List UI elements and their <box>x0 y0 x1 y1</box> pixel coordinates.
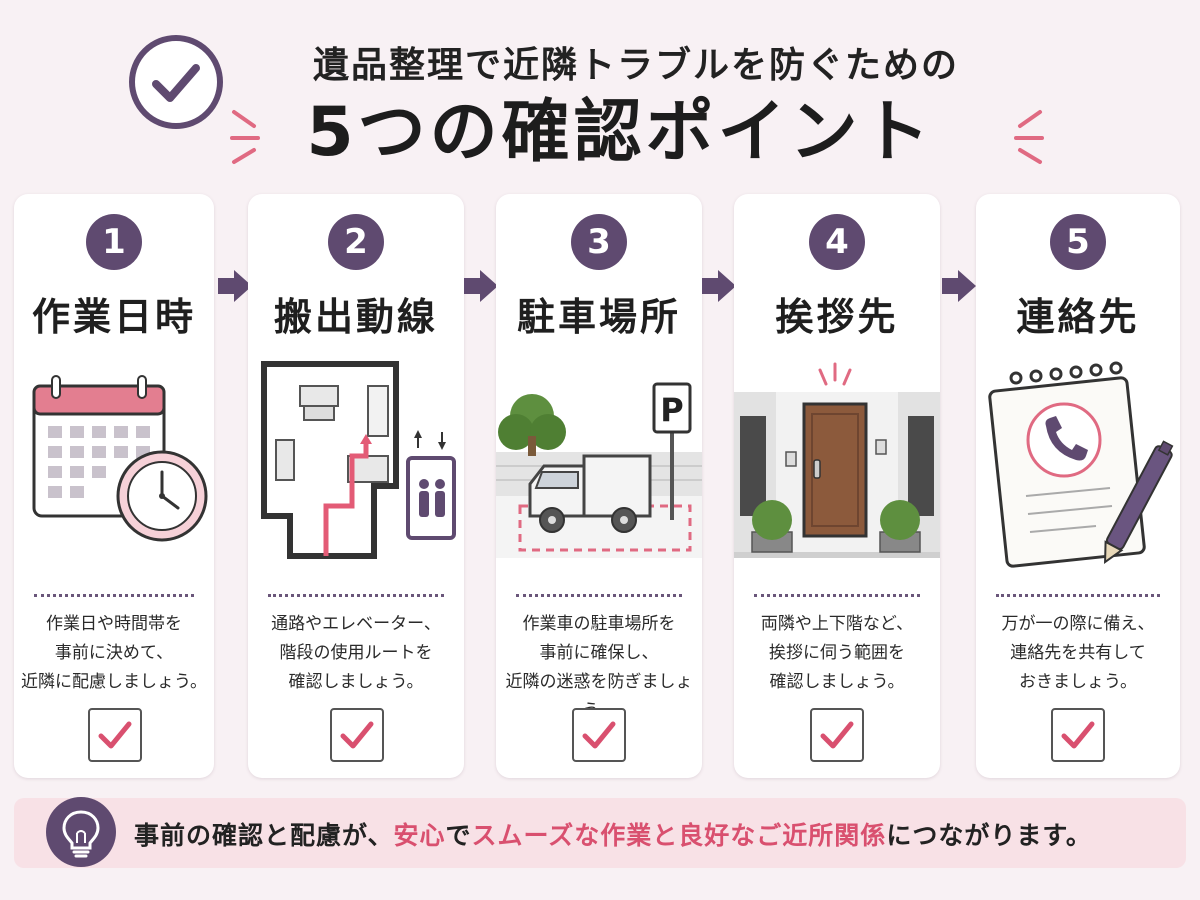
confirm-checkbox[interactable] <box>330 708 384 762</box>
card-title: 駐車場所 <box>516 295 681 339</box>
card-contact: 5 連絡先 万が一の際に備え、 連絡先を共有して おきましょう。 <box>976 194 1180 778</box>
arrow-right-icon <box>942 270 976 302</box>
card-greeting: 4 挨拶先 両隣や上下階など、 挨拶に伺う範囲を 確認しましょう。 <box>734 194 940 778</box>
step-number: 1 <box>86 214 142 270</box>
card-title: 搬出動線 <box>273 295 438 339</box>
confirm-checkbox[interactable] <box>1051 708 1105 762</box>
neighbor-doors-icon <box>734 362 940 558</box>
footer-banner: 事前の確認と配慮が、安心でスムーズな作業と良好なご近所関係につながります。 <box>14 797 1186 868</box>
confirm-checkbox[interactable] <box>572 708 626 762</box>
card-parking: 3 駐車場所 P 作業車の駐車場所を 事前に確保し、 近隣の迷惑を防ぎましょう。 <box>496 194 702 778</box>
card-title: 挨拶先 <box>775 295 899 339</box>
checkmark-icon <box>98 721 132 749</box>
divider <box>516 594 682 597</box>
divider <box>268 594 444 597</box>
arrow-right-icon <box>702 270 736 302</box>
calendar-clock-icon <box>32 375 208 542</box>
emphasis-lines-icon <box>1014 110 1044 164</box>
card-carry-route: 2 搬出動線 通路やエレベーター、 階段の使用ルートを 確認しましょう。 <box>248 194 464 778</box>
checkmark-icon <box>340 721 374 749</box>
divider <box>996 594 1160 597</box>
footer-message: 事前の確認と配慮が、安心でスムーズな作業と良好なご近所関係につながります。 <box>134 821 1092 850</box>
card-work-datetime: 1 作業日時 作業日や時間帯を 事前に決めて、 近隣に配慮しましょう。 <box>14 194 214 778</box>
checkmark-icon <box>582 721 616 749</box>
notepad-phone-pen-icon <box>988 361 1174 568</box>
check-circle-icon <box>129 35 223 129</box>
header: 遺品整理で近隣トラブルを防ぐための 5つの確認ポイント <box>0 0 1200 190</box>
parking-sign-letter: P <box>660 391 683 429</box>
card-description: 通路やエレベーター、 階段の使用ルートを 確認しましょう。 <box>271 614 441 692</box>
card-title: 連絡先 <box>1016 295 1140 339</box>
arrow-right-icon <box>464 270 498 302</box>
checkmark-icon <box>1061 721 1095 749</box>
emphasis-lines-icon <box>230 110 260 164</box>
confirm-checkbox[interactable] <box>88 708 142 762</box>
confirm-checkbox[interactable] <box>810 708 864 762</box>
step-number: 5 <box>1050 214 1106 270</box>
page-title: 5つの確認ポイント <box>306 93 934 172</box>
card-title: 作業日時 <box>31 295 196 339</box>
divider <box>754 594 920 597</box>
parking-truck-icon: P <box>496 382 702 558</box>
checkmark-icon <box>820 721 854 749</box>
arrow-right-icon <box>218 270 252 302</box>
floor-plan-elevator-icon <box>261 361 456 559</box>
card-description: 両隣や上下階など、 挨拶に伺う範囲を 確認しましょう。 <box>760 614 914 692</box>
step-number: 3 <box>571 214 627 270</box>
step-number: 2 <box>328 214 384 270</box>
card-description: 作業車の駐車場所を 事前に確保し、 近隣の迷惑を防ぎましょう。 <box>505 614 693 721</box>
step-number: 4 <box>809 214 865 270</box>
title-line1: 遺品整理で近隣トラブルを防ぐための <box>312 45 959 86</box>
lightbulb-badge <box>46 797 116 867</box>
lightbulb-icon <box>62 810 100 858</box>
divider <box>34 594 194 597</box>
card-description: 作業日や時間帯を 事前に決めて、 近隣に配慮しましょう。 <box>21 614 207 692</box>
card-description: 万が一の際に備え、 連絡先を共有して おきましょう。 <box>1001 614 1155 692</box>
